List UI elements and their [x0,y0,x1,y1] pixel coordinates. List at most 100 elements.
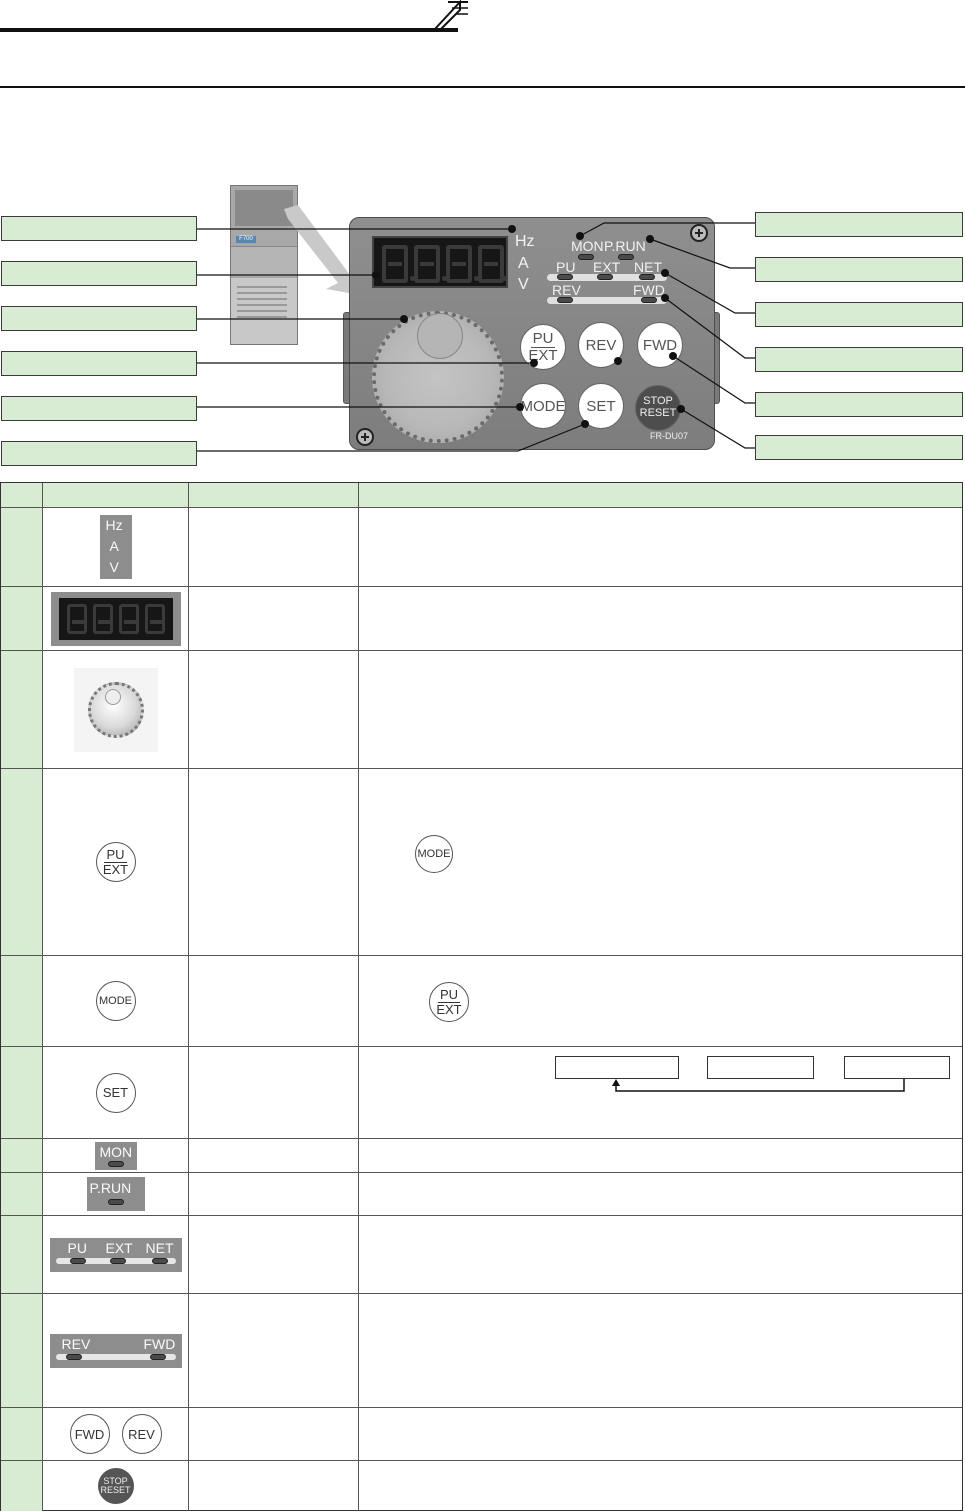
name-cell [189,1461,359,1511]
description-cell [359,1139,962,1172]
digit-segment [119,604,139,634]
pu-ext-top-label: PU [438,988,460,1003]
table-row: PU EXT NET [1,1215,962,1293]
mon-led-image: MON [95,1142,137,1170]
description-cell [359,587,962,650]
component-cell: MODE [43,956,189,1046]
description-cell [359,651,962,768]
name-cell [189,1294,359,1407]
row-number-cell [1,769,43,955]
name-cell [189,1139,359,1172]
pu-ext-key-icon: PUEXT [96,842,136,882]
unit-indicator-image: Hz A V [100,515,132,579]
component-cell [43,587,189,650]
header-cell-no [1,483,43,507]
pu-led [70,1258,86,1264]
rev-led [66,1354,82,1360]
table-row: P.RUN [1,1172,962,1215]
name-cell [189,651,359,768]
component-cell: SET [43,1047,189,1138]
set-key-icon: SET [96,1073,136,1113]
stop-reset-key-icon: STOP RESET [98,1468,134,1504]
description-cell [359,1216,962,1293]
table-row [1,586,962,650]
row-number-cell [1,1139,43,1172]
section-rule [0,86,965,88]
name-cell [189,587,359,650]
description-cell: MODE [359,769,962,955]
dial-icon [88,682,144,738]
rev-key-icon: REV [122,1414,162,1454]
row-number-cell [1,1047,43,1138]
prun-led-label: P.RUN [90,1180,132,1196]
dial-image [74,668,158,752]
digit-segment [145,604,165,634]
pu-ext-bottom-label: EXT [436,1003,461,1017]
table-row: REV FWD [1,1293,962,1407]
table-row: SET [1,1046,962,1138]
row-number-cell [1,587,43,650]
row-number-cell [1,1461,43,1511]
name-cell [189,1216,359,1293]
header-rule [0,28,458,32]
row-number-cell [1,1294,43,1407]
prun-led-image: P.RUN [87,1177,145,1211]
component-cell: Hz A V [43,508,189,586]
sequence-box-3 [844,1056,950,1079]
row-number-cell [1,1173,43,1215]
row-number-cell [1,508,43,586]
reset-label: RESET [100,1486,130,1495]
description-table: Hz A V [0,482,963,1511]
table-row: MODE PUEXT [1,955,962,1046]
fwd-led-label: FWD [144,1336,176,1352]
unit-v-label: V [110,559,119,575]
display-screen [59,598,173,640]
description-cell [359,1461,962,1511]
pu-ext-top-label: PU [104,848,126,863]
component-cell: MON [43,1139,189,1172]
component-cell: STOP RESET [43,1461,189,1511]
rev-led-label: REV [62,1336,91,1352]
row-number-cell [1,1216,43,1293]
net-led [152,1258,168,1264]
mode-key-icon: MODE [96,981,136,1021]
mode-leds-image: PU EXT NET [50,1238,182,1272]
description-cell [359,1294,962,1407]
unit-hz-label: Hz [106,517,123,533]
name-cell [189,508,359,586]
component-cell: REV FWD [43,1294,189,1407]
table-row: Hz A V [1,507,962,586]
name-cell [189,1173,359,1215]
unit-a-label: A [110,538,119,554]
name-cell [189,769,359,955]
component-cell: PU EXT NET [43,1216,189,1293]
row-number-cell [1,651,43,768]
leader-lines [0,180,965,470]
mon-led [108,1161,124,1167]
net-led-label: NET [146,1240,174,1256]
component-cell: FWD REV [43,1408,189,1460]
row-number-cell [1,1408,43,1460]
header-cell-component [43,483,189,507]
table-row: MON [1,1138,962,1172]
name-cell [189,956,359,1046]
sequence-box-2 [707,1056,814,1079]
description-cell [359,1047,962,1138]
description-cell [359,1408,962,1460]
ext-led [110,1258,126,1264]
fwd-key-icon: FWD [70,1414,110,1454]
header-cell-description [359,483,962,507]
header-cell-name [189,483,359,507]
display-image [51,592,181,646]
description-cell [359,1173,962,1215]
row-number-cell [1,956,43,1046]
mode-key-icon: MODE [415,835,453,873]
pu-ext-bottom-label: EXT [103,863,128,877]
table-row [1,650,962,768]
name-cell [189,1408,359,1460]
name-cell [189,1047,359,1138]
